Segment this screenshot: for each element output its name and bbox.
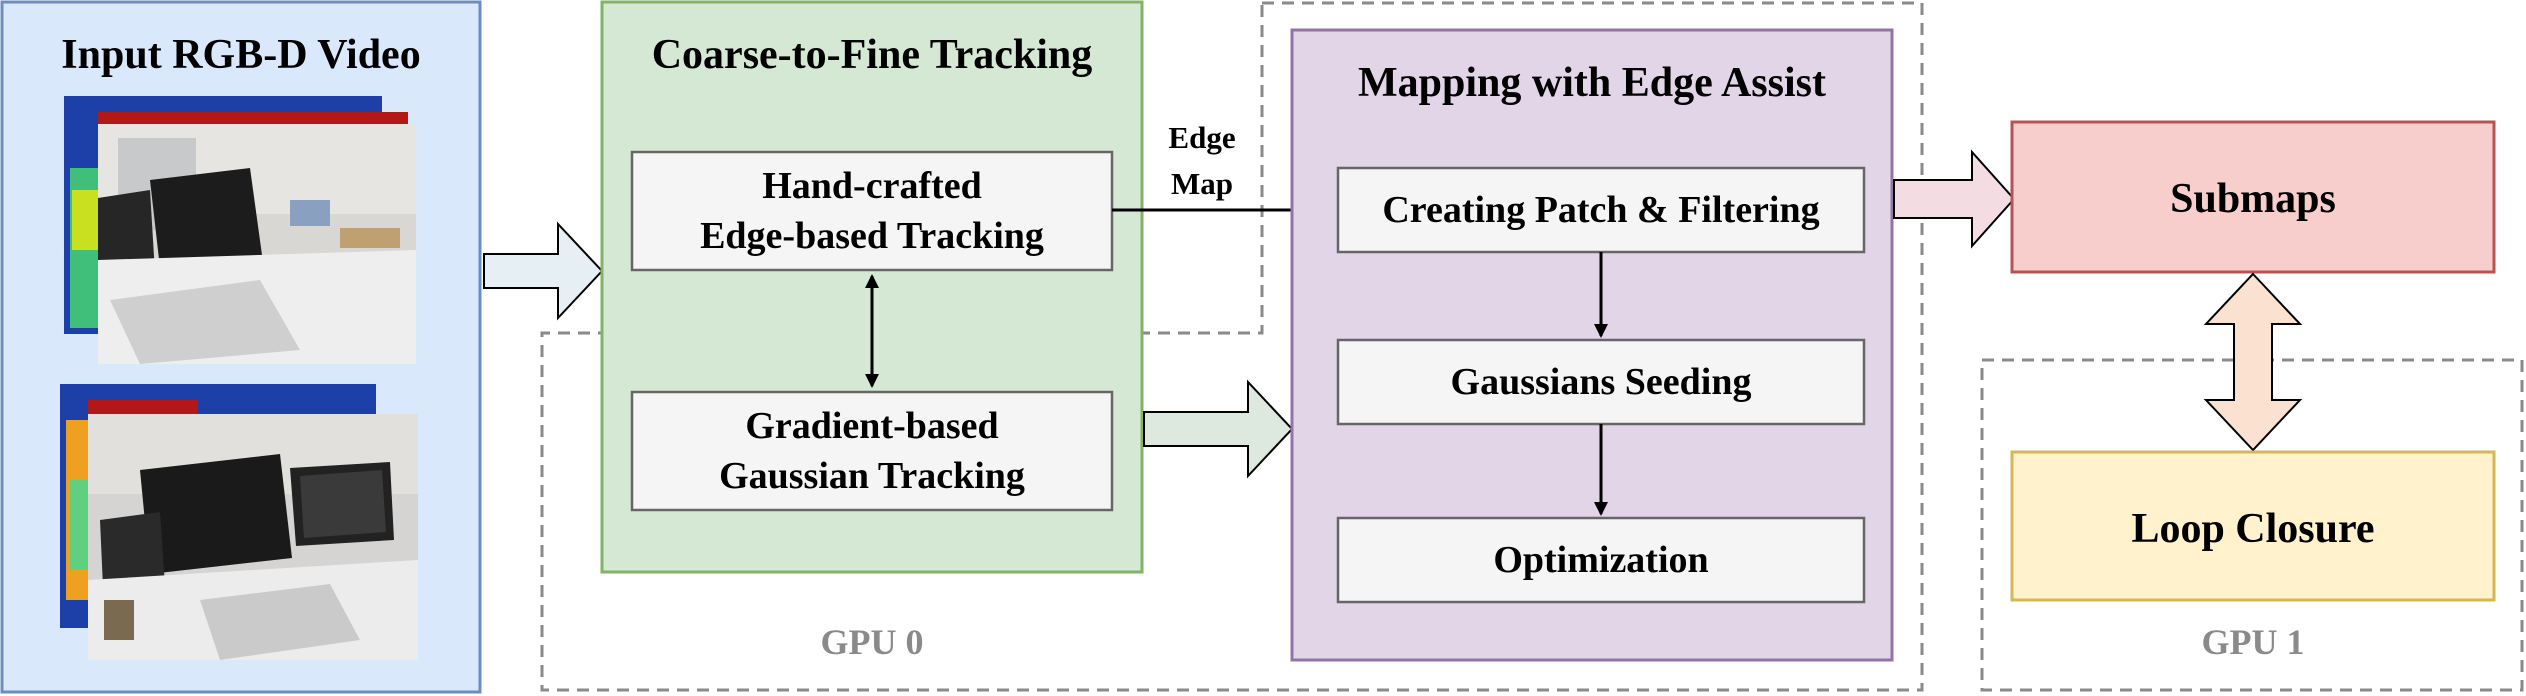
optimization-box (1336, 516, 1866, 604)
tracking-to-mapping-arrow (1143, 379, 1294, 479)
tracking-title: Coarse-to-Fine Tracking (652, 32, 1093, 78)
loop-closure-box (2010, 450, 2496, 602)
edge-tracking-label-line1: Hand-crafted (762, 165, 982, 207)
gaussian-tracking-label-line2: Gaussian Tracking (719, 455, 1025, 497)
edge-map-label-line2: Map (1171, 166, 1233, 201)
gaussians-seeding-label: Gaussians Seeding (1451, 361, 1752, 403)
gaussians-seeding-box (1336, 338, 1866, 426)
edge-tracking-label-line2: Edge-based Tracking (700, 215, 1044, 257)
mapping-to-submaps-arrow (1893, 149, 2016, 249)
gpu0-label: GPU 0 (821, 622, 924, 662)
mapping-title: Mapping with Edge Assist (1358, 60, 1826, 106)
input-to-tracking-arrow (483, 221, 604, 321)
edge-map-label-line1: Edge (1168, 120, 1235, 155)
submaps-label: Submaps (2170, 176, 2336, 222)
submaps-box (2010, 120, 2496, 274)
loop-closure-label: Loop Closure (2131, 506, 2374, 552)
video-frame-stack-2 (60, 384, 418, 660)
patch-filtering-label: Creating Patch & Filtering (1382, 189, 1819, 231)
patch-filtering-box (1336, 166, 1866, 254)
submaps-loop-double-arrow (2203, 272, 2303, 452)
gaussian-tracking-label-line1: Gradient-based (745, 405, 998, 447)
gaussian-tracking-box (630, 390, 1114, 512)
gpu0-region (540, 1, 1924, 692)
video-frame-stack-1 (64, 96, 416, 364)
optimization-label: Optimization (1493, 539, 1708, 581)
gpu1-label: GPU 1 (2202, 622, 2305, 662)
edge-tracking-box (630, 150, 1114, 272)
input-title: Input RGB-D Video (61, 32, 420, 78)
